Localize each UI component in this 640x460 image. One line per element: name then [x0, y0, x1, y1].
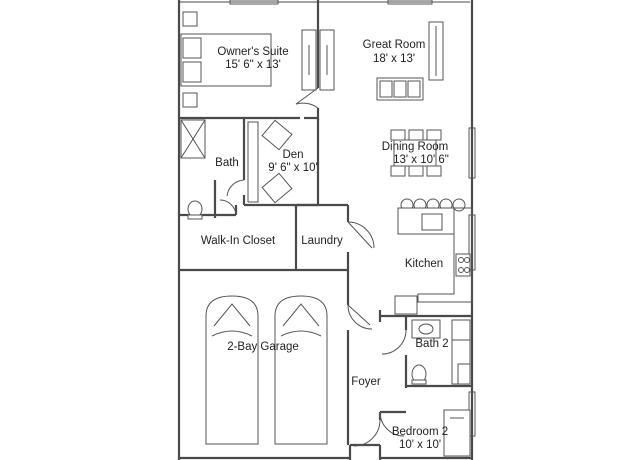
exterior-walls: [177, 0, 474, 460]
great-room-furniture: [376, 21, 444, 101]
owners-suite-label: Owner's Suite: [217, 46, 288, 58]
bedroom2-size: 10' x 10': [399, 439, 441, 451]
owners-suite-furniture: [180, 11, 335, 108]
kitchen-fixtures: [394, 198, 473, 315]
bath2-label: Bath 2: [415, 338, 448, 350]
dining-table: [390, 129, 442, 177]
bath-label: Bath: [215, 157, 239, 169]
den-size: 9' 6" x 10': [268, 162, 317, 174]
bath2-fixtures: [411, 319, 471, 385]
walk-in-closet-label: Walk-In Closet: [201, 235, 276, 247]
dining-room-size: 13' x 10' 6": [393, 154, 449, 166]
owners-suite-size: 15' 6" x 13': [225, 59, 281, 71]
bath-fixtures: [180, 119, 206, 220]
bedroom2-furniture: [443, 409, 471, 457]
bedroom2-label: Bedroom 2: [392, 426, 448, 438]
garage-label: 2-Bay Garage: [227, 341, 299, 353]
dining-room-label: Dining Room: [382, 141, 448, 153]
den-furniture: [247, 119, 293, 204]
great-room-size: 18' x 13': [373, 53, 415, 65]
garage-cars: [205, 295, 328, 445]
great-room-label: Great Room: [363, 39, 426, 51]
laundry-label: Laundry: [301, 235, 343, 247]
foyer-label: Foyer: [351, 376, 381, 388]
kitchen-label: Kitchen: [405, 258, 443, 270]
room-labels: Owner's Suite 15' 6" x 13' Great Room 18…: [201, 39, 449, 451]
interior-walls: [179, 0, 472, 445]
doors: [219, 87, 407, 447]
den-label: Den: [282, 149, 303, 161]
